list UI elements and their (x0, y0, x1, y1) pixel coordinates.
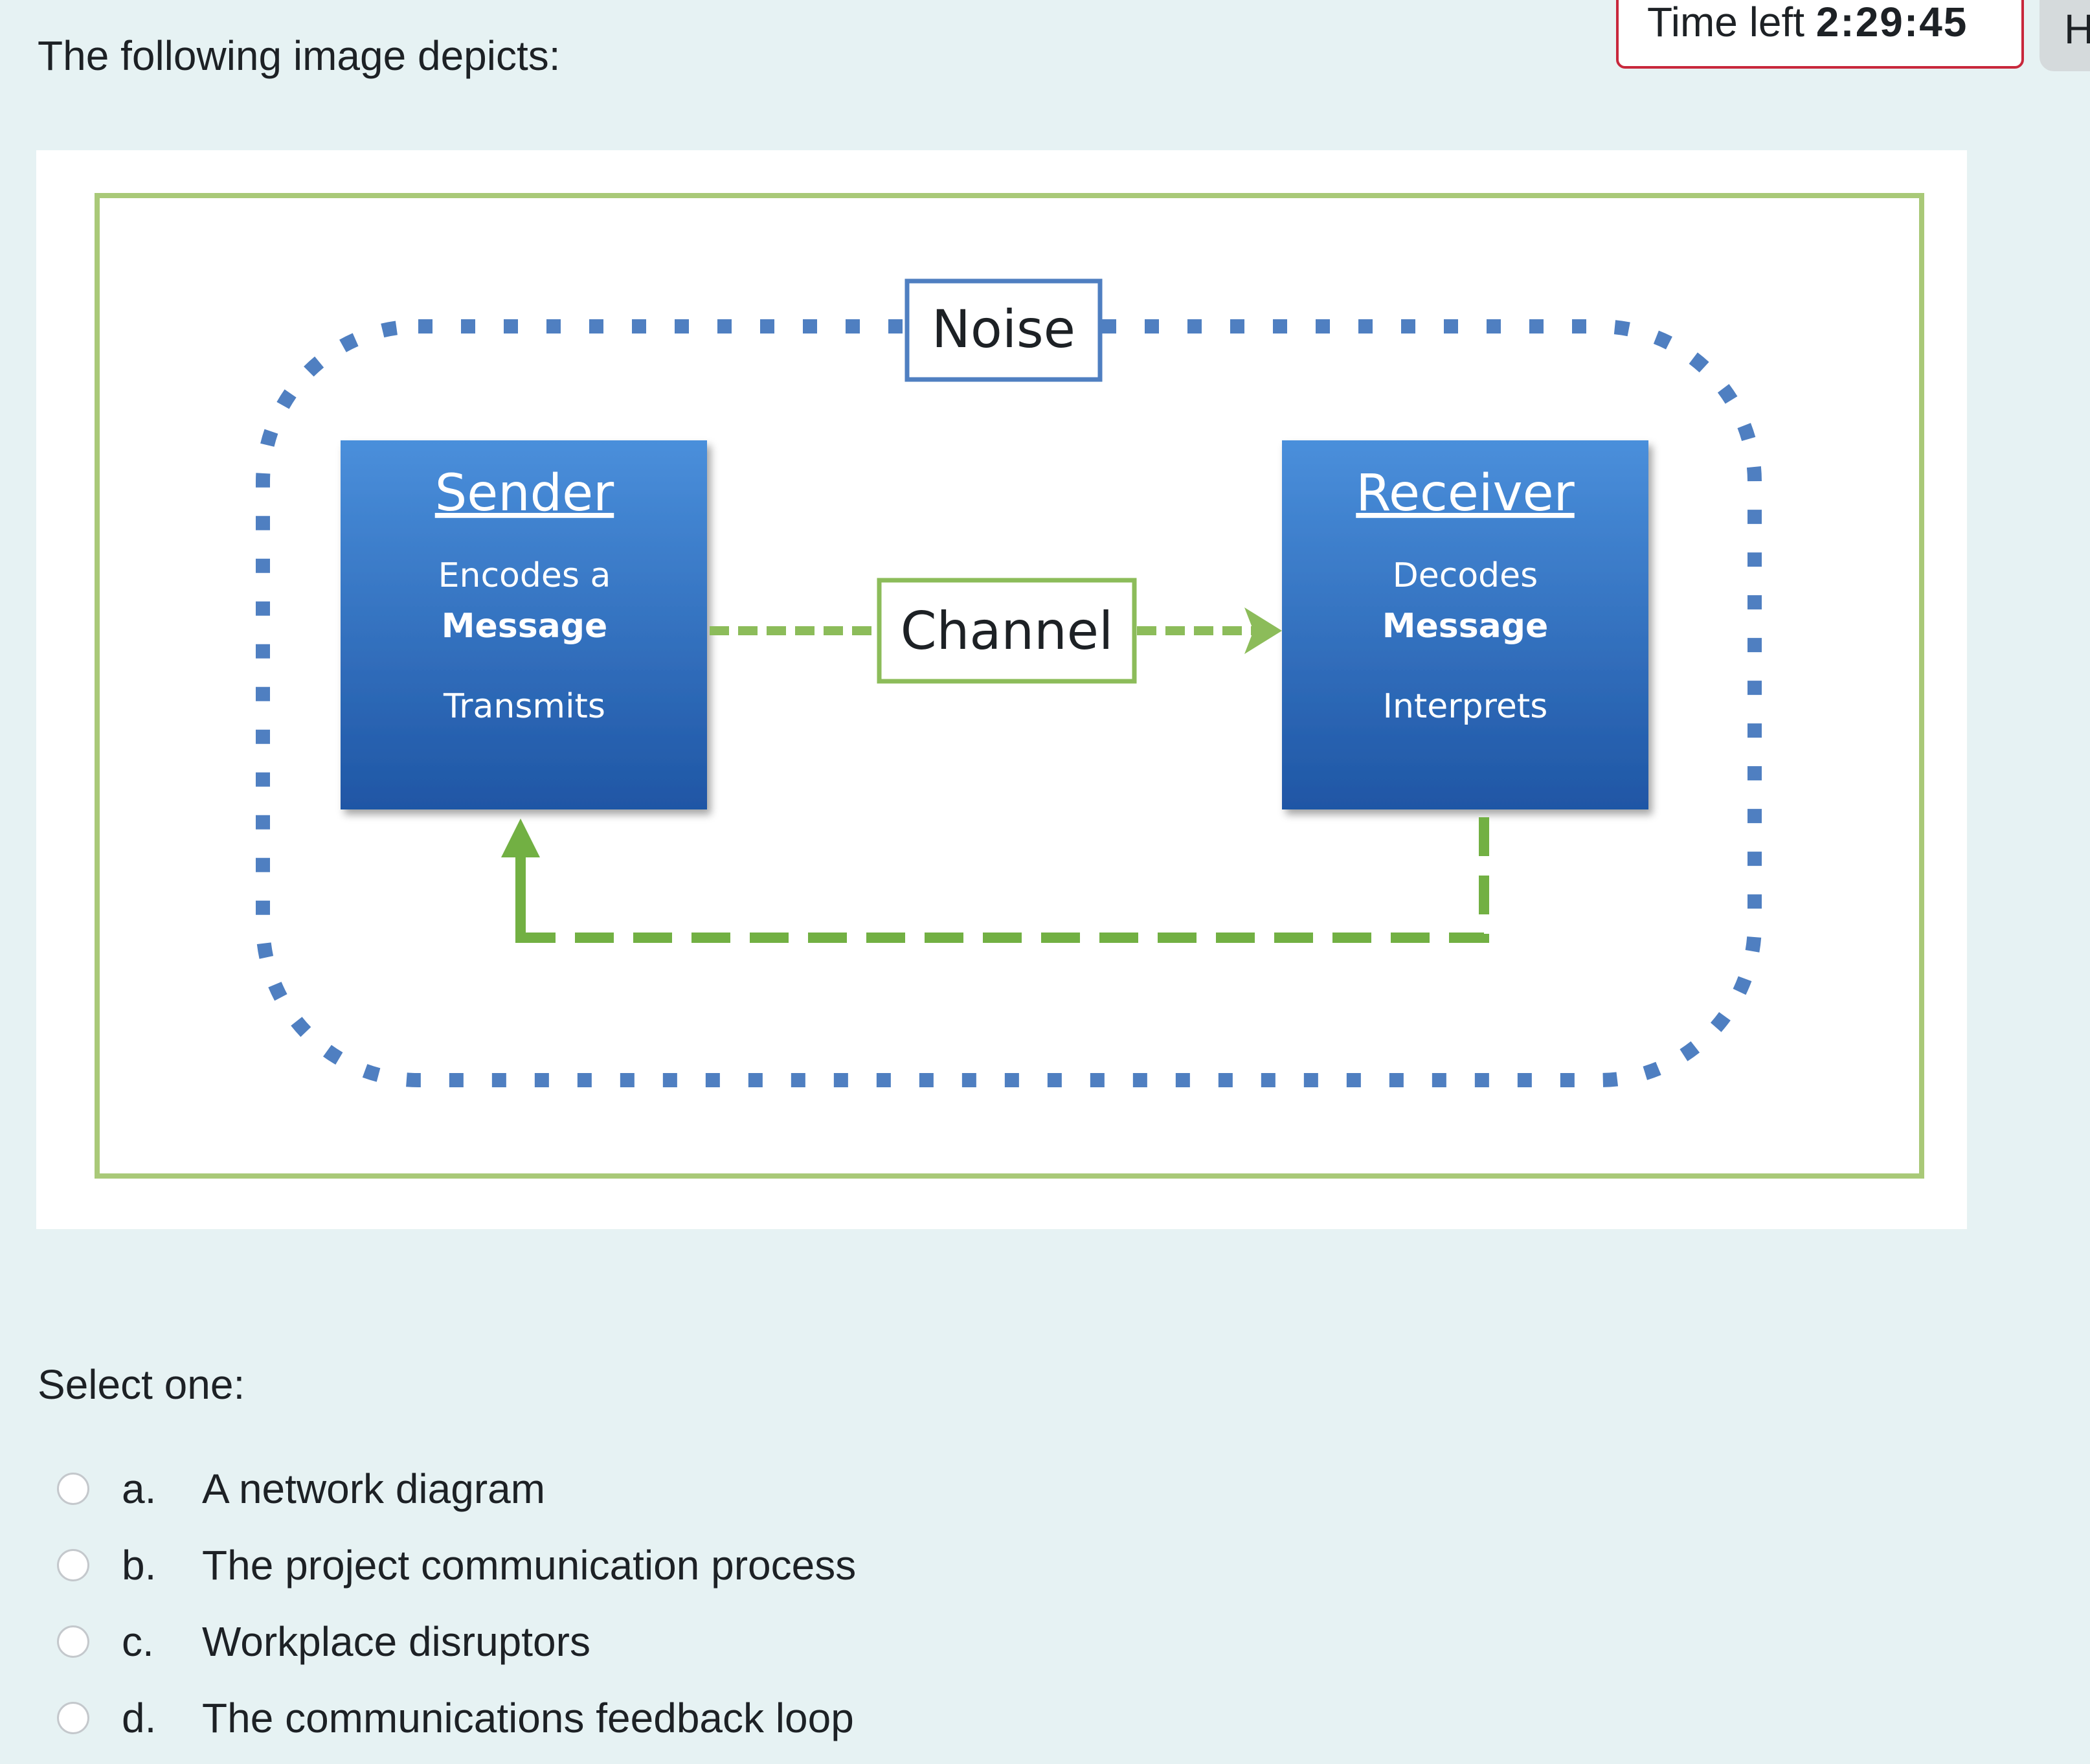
option-letter-a: a. (122, 1465, 157, 1512)
select-one-prompt: Select one: (38, 1361, 245, 1408)
sender-title: Sender (435, 464, 614, 523)
feedback-loop-line (515, 817, 1489, 943)
option-letter-b: b. (122, 1542, 157, 1589)
option-text-a[interactable]: A network diagram (202, 1465, 546, 1512)
channel-box (877, 578, 1137, 684)
sender-encodes: Encodes a (438, 556, 611, 595)
arrowhead-right-icon (1244, 607, 1282, 654)
receiver-message: Message (1382, 607, 1549, 646)
option-letter-c: c. (122, 1618, 154, 1665)
radio-button-b[interactable] (57, 1549, 89, 1581)
answer-options: a. A network diagram b. The project comm… (57, 1451, 856, 1756)
radio-button-a[interactable] (57, 1473, 89, 1505)
option-a[interactable]: a. A network diagram (57, 1451, 856, 1527)
option-d[interactable]: d. The communications feedback loop (57, 1680, 856, 1756)
option-letter-d: d. (122, 1695, 157, 1741)
arrowhead-up-icon (501, 819, 540, 857)
noise-label: Noise (932, 299, 1075, 359)
outer-frame (95, 193, 1924, 1179)
option-text-c[interactable]: Workplace disruptors (202, 1618, 590, 1665)
sender-message: Message (442, 607, 608, 646)
noise-box (905, 278, 1103, 382)
receiver-decodes: Decodes (1393, 556, 1538, 595)
receiver-interprets: Interprets (1383, 687, 1548, 726)
question-image: Noise Sender Encodes a Message Transmits… (36, 150, 1967, 1229)
receiver-box (1282, 440, 1648, 809)
option-b[interactable]: b. The project communication process (57, 1527, 856, 1603)
communication-diagram: Noise Sender Encodes a Message Transmits… (95, 193, 1924, 1179)
option-c[interactable]: c. Workplace disruptors (57, 1603, 856, 1680)
sender-transmits: Transmits (443, 687, 605, 726)
option-text-b[interactable]: The project communication process (202, 1542, 857, 1589)
question-text: The following image depicts: (38, 32, 561, 79)
sender-box (341, 440, 707, 809)
receiver-title: Receiver (1356, 464, 1575, 523)
hide-timer-button[interactable]: H (2039, 0, 2090, 71)
radio-button-d[interactable] (57, 1702, 89, 1734)
radio-button-c[interactable] (57, 1625, 89, 1658)
timer-value: 2:29:45 (1815, 0, 1968, 45)
channel-label: Channel (901, 601, 1113, 661)
noise-boundary (256, 319, 1762, 1087)
time-left-timer: Time left 2:29:45 (1616, 0, 2024, 69)
timer-label: Time left (1647, 0, 1804, 45)
option-text-d[interactable]: The communications feedback loop (202, 1695, 854, 1741)
